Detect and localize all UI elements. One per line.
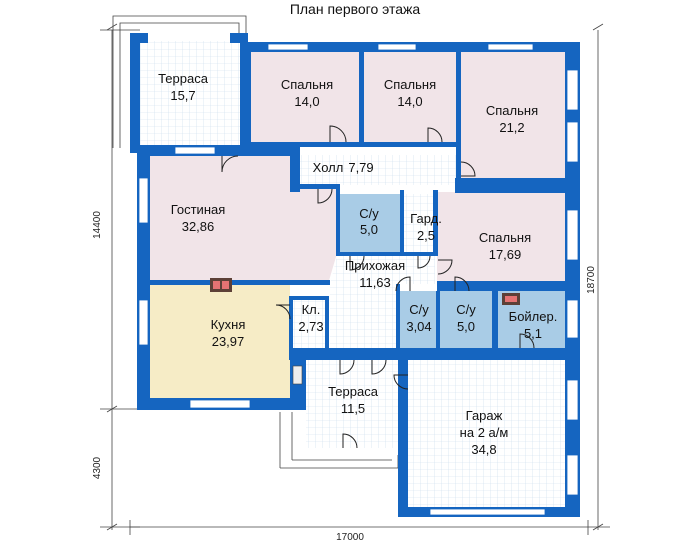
windows <box>138 43 579 516</box>
kitchen-area: 23,97 <box>212 334 245 349</box>
pantry-name: Кл. <box>302 302 321 317</box>
boiler-room-area: 5,1 <box>524 326 542 341</box>
bedroom-3-area: 21,2 <box>499 120 524 135</box>
plan-title: План первого этажа <box>290 1 421 17</box>
garage-area: 34,8 <box>471 442 496 457</box>
bathroom-1-area: 5,0 <box>360 222 378 237</box>
wardrobe-area: 2,5 <box>417 228 435 243</box>
kitchen-name: Кухня <box>211 317 246 332</box>
dim-left-lower: 4300 <box>92 456 103 479</box>
bedroom-2-area: 14,0 <box>397 94 422 109</box>
dim-right: 18700 <box>586 266 597 294</box>
living-room-name: Гостиная <box>171 202 226 217</box>
terrace-top-name: Терраса <box>158 71 209 86</box>
bedroom-1-area: 14,0 <box>294 94 319 109</box>
bedroom-1-name: Спальня <box>281 77 333 92</box>
dimension-lines <box>100 23 610 535</box>
entry-name: Прихожая <box>345 258 405 273</box>
hall-area: 7,79 <box>348 160 373 175</box>
room-labels: Терраса 15,7 Спальня 14,0 Спальня 14,0 С… <box>158 71 557 457</box>
bedroom-4-name: Спальня <box>479 230 531 245</box>
hall-name: Холл <box>313 160 344 175</box>
bathroom-1-name: С/у <box>359 206 379 221</box>
garage-name: Гараж <box>466 408 503 423</box>
terrace-bottom-name: Терраса <box>328 384 379 399</box>
boiler-room-name: Бойлер. <box>509 309 558 324</box>
bathroom-2-area: 3,04 <box>406 319 431 334</box>
fixtures <box>210 278 520 385</box>
terrace-bottom-area: 11,5 <box>341 401 365 416</box>
bathroom-2-name: С/у <box>409 302 429 317</box>
room-floors <box>112 15 565 517</box>
dim-bottom: 17000 <box>336 532 364 543</box>
bedroom-4-area: 17,69 <box>489 247 522 262</box>
wardrobe-name: Гард. <box>410 211 442 226</box>
bathroom-3-name: С/у <box>456 302 476 317</box>
bedroom-2-name: Спальня <box>384 77 436 92</box>
garage-name-2: на 2 а/м <box>460 425 509 440</box>
living-room-area: 32,86 <box>182 219 215 234</box>
pantry-area: 2,73 <box>298 319 323 334</box>
terrace-top-area: 15,7 <box>170 88 195 103</box>
bathroom-3-area: 5,0 <box>457 319 475 334</box>
dim-left-upper: 14400 <box>92 211 103 239</box>
doors <box>221 125 535 449</box>
bedroom-3-name: Спальня <box>486 103 538 118</box>
entry-area: 11,63 <box>359 275 391 290</box>
